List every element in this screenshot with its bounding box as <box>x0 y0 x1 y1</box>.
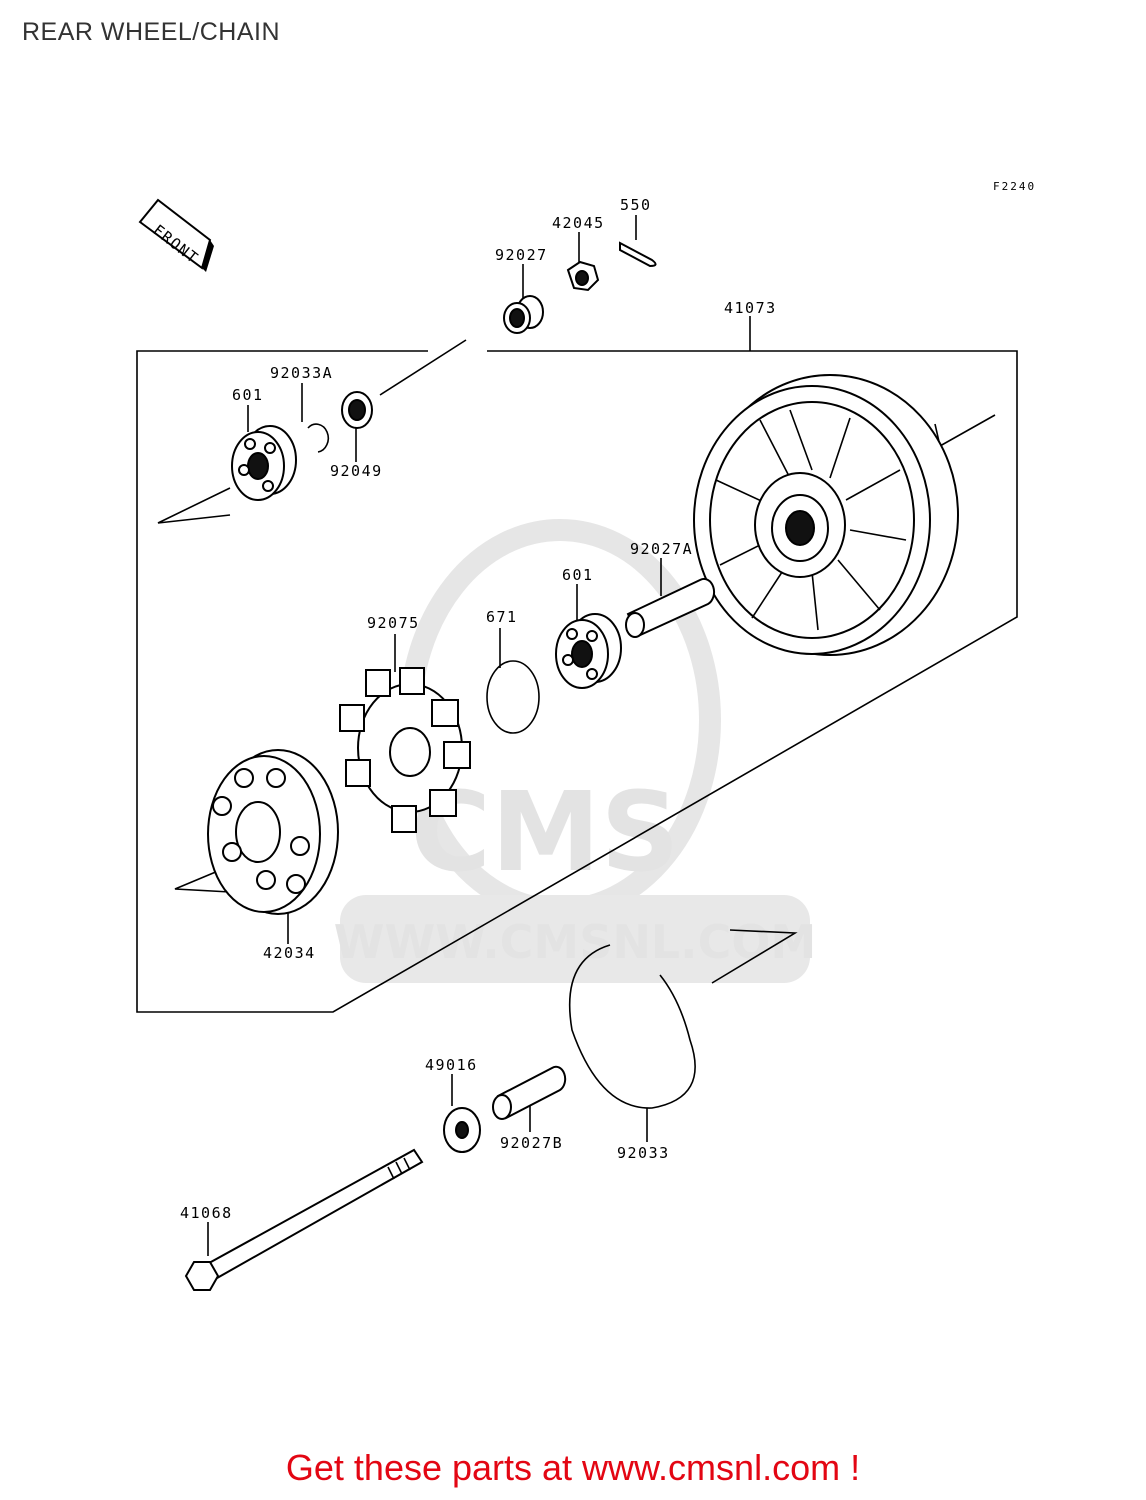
coupling-42034 <box>207 749 339 915</box>
label-49016: 49016 <box>425 1056 478 1074</box>
figure-code: F2240 <box>993 180 1036 193</box>
label-550: 550 <box>620 196 652 214</box>
label-92033: 92033 <box>617 1144 670 1162</box>
circlip-92033 <box>568 944 696 1109</box>
label-92033A: 92033A <box>270 364 333 382</box>
label-92027: 92027 <box>495 246 548 264</box>
wheel-41073 <box>693 374 959 656</box>
parts <box>184 241 959 1291</box>
label-42034: 42034 <box>263 944 316 962</box>
label-42045: 42045 <box>552 214 605 232</box>
collar-92027A <box>625 577 716 638</box>
label-671: 671 <box>486 608 518 626</box>
label-41073: 41073 <box>724 299 777 317</box>
watermark-url: WWW.CMSNL.COM <box>334 915 817 969</box>
washer-49016 <box>443 1107 481 1153</box>
page-title: REAR WHEEL/CHAIN <box>22 18 281 46</box>
watermark-url-badge <box>340 895 810 983</box>
label-601-upper: 601 <box>232 386 264 404</box>
label-92075: 92075 <box>367 614 420 632</box>
axle-41068 <box>184 1148 424 1291</box>
cta-link[interactable]: Get these parts at www.cmsnl.com ! <box>285 1447 861 1488</box>
footer-cta: Get these parts at www.cmsnl.com ! <box>0 1447 1146 1489</box>
collar-92027B <box>492 1065 567 1120</box>
label-92049: 92049 <box>330 462 383 480</box>
leader-lines <box>157 215 996 1256</box>
front-arrow-icon: FRONT <box>138 198 214 272</box>
circlip-92033A <box>307 423 330 453</box>
bearing-601-lower <box>555 613 622 689</box>
label-601-lower: 601 <box>562 566 594 584</box>
nut-42045 <box>566 260 600 292</box>
part-labels: 550 42045 92027 41073 92033A 601 92049 9… <box>180 196 777 1222</box>
label-92027B: 92027B <box>500 1134 563 1152</box>
bearing-601-upper <box>231 425 297 501</box>
o-ring-671 <box>486 660 540 734</box>
label-92027A: 92027A <box>630 540 693 558</box>
label-41068: 41068 <box>180 1204 233 1222</box>
cotter-pin-550 <box>619 241 657 268</box>
assembly-frame <box>136 350 1018 1013</box>
damper-92075 <box>339 667 471 833</box>
seal-92049 <box>341 391 373 429</box>
collar-92027 <box>503 295 544 334</box>
